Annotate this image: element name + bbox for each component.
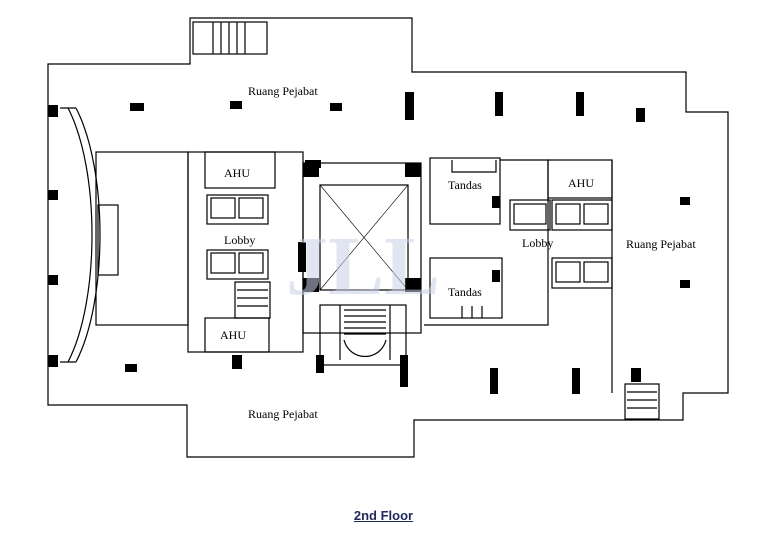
label-ahu-right: AHU	[568, 176, 594, 190]
floor-caption: 2nd Floor	[353, 508, 414, 523]
toilet-top	[429, 157, 501, 225]
label-ahu-bottom-left: AHU	[220, 328, 246, 342]
label-office-bottom: Ruang Pejabat	[248, 407, 318, 421]
label-office-top: Ruang Pejabat	[248, 84, 318, 98]
label-toilet-top: Tandas	[448, 178, 482, 192]
label-lobby-left: Lobby	[224, 233, 255, 247]
label-ahu-top-left: AHU	[224, 166, 250, 180]
void-cross	[319, 184, 409, 291]
curved-facade	[67, 107, 93, 363]
toilet-bottom	[429, 257, 503, 319]
watermark: JLL	[286, 220, 440, 313]
label-office-right: Ruang Pejabat	[626, 237, 696, 251]
label-lobby-right: Lobby	[522, 236, 553, 250]
label-toilet-bottom: Tandas	[448, 285, 482, 299]
ahu-room-top-left	[204, 151, 276, 189]
building-outline	[47, 17, 729, 458]
